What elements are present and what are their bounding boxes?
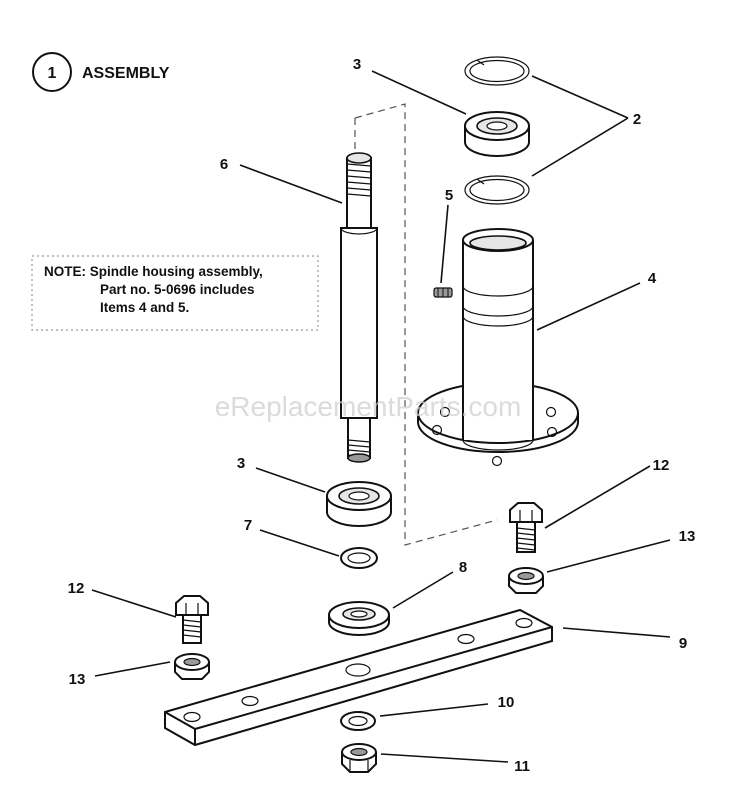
washer-7: [340, 547, 378, 569]
callout-11: 11: [514, 758, 530, 775]
callout-12-left: 12: [68, 580, 85, 597]
note-line-2: Part no. 5-0696 includes: [100, 282, 255, 297]
callout-8: 8: [459, 559, 467, 576]
assembly-label: ASSEMBLY: [82, 65, 170, 82]
note-border: [31, 255, 319, 331]
callout-9: 9: [679, 635, 687, 652]
watermark: eReplacementParts.com: [215, 391, 522, 422]
assembly-number-circle: [32, 52, 72, 92]
spacer-8: [328, 601, 390, 636]
callout-13-left: 13: [69, 671, 86, 688]
retaining-ring-top: [464, 56, 530, 86]
note-line-3: Items 4 and 5.: [100, 300, 189, 315]
callout-4: 4: [648, 270, 657, 287]
nut-left: [174, 653, 210, 680]
callout-13-right: 13: [679, 528, 696, 545]
grease-fitting: [433, 287, 453, 298]
assembly-title: 1 ASSEMBLY: [32, 52, 170, 92]
washer-10: [340, 711, 376, 731]
note-box: NOTE: Spindle housing assembly, Part no.…: [31, 255, 319, 331]
spindle-shaft: [340, 152, 378, 463]
callout-5: 5: [445, 187, 453, 204]
callouts: 3 2 5 4 6 3 7 8 9 10 11 12 13 12 13: [68, 56, 696, 775]
callout-10: 10: [498, 694, 515, 711]
bolt-left: [175, 595, 209, 644]
nut-right: [508, 567, 544, 594]
callout-3-bottom: 3: [237, 455, 245, 472]
bolt-right: [509, 502, 543, 553]
assembly-number: 1: [48, 65, 57, 82]
bearing-top: [464, 111, 530, 157]
leader-lines: [91, 70, 671, 763]
spindle-housing: [417, 228, 579, 467]
bearing-bottom: [326, 481, 392, 527]
callout-2: 2: [633, 111, 641, 128]
callout-7: 7: [244, 517, 252, 534]
callout-12-right: 12: [653, 457, 670, 474]
callout-3-top: 3: [353, 56, 361, 73]
retaining-ring-bottom: [464, 175, 530, 205]
callout-6: 6: [220, 156, 228, 173]
note-line-1: NOTE: Spindle housing assembly,: [44, 264, 263, 279]
nut-11: [341, 743, 377, 773]
alignment-dashes: [354, 103, 498, 546]
blade-bar: [164, 608, 553, 747]
